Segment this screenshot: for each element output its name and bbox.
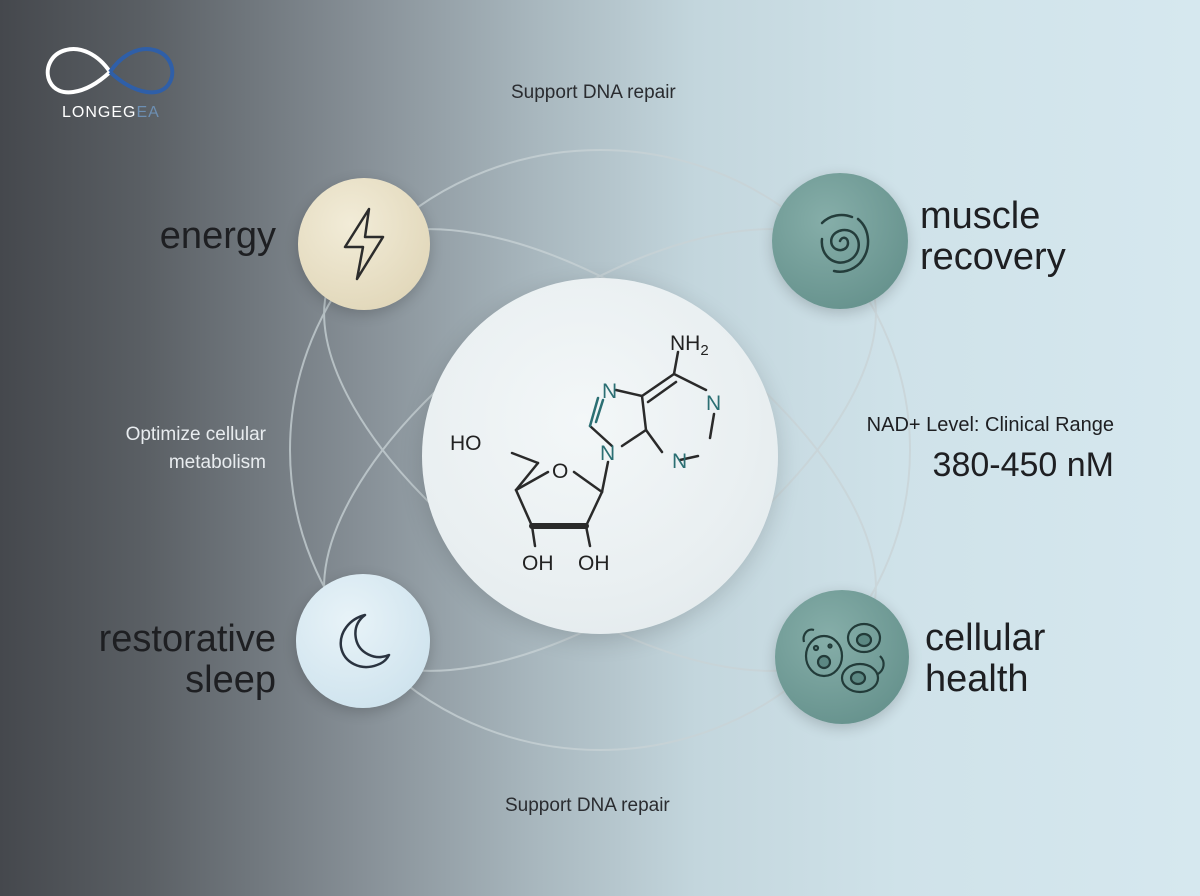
atom-n-right: N: [706, 392, 721, 415]
atom-nh2-subscript: 2: [700, 342, 708, 359]
caption-left: Optimize cellular metabolism: [60, 421, 266, 477]
atom-ring-oxygen: O: [552, 460, 568, 483]
caption-bottom: Support DNA repair: [505, 795, 670, 816]
molecule-disc: HO O OH OH N N N N NH2: [422, 278, 778, 634]
sleep-label-line2: sleep: [185, 659, 276, 701]
brand-wordmark-accent: EA: [136, 104, 160, 121]
lightning-icon: [343, 207, 385, 281]
sleep-node: [296, 574, 430, 708]
atom-oh-right: OH: [578, 552, 610, 575]
muscle-label-line1: muscle: [920, 195, 1041, 237]
cellular-node: [775, 590, 909, 724]
caption-top: Support DNA repair: [511, 82, 676, 103]
muscle-label: muscle recovery: [920, 196, 1066, 278]
atom-n-top-left: N: [602, 380, 617, 403]
adenosine-molecule-diagram: HO O OH OH N N N N NH2: [450, 332, 721, 575]
atom-n-glycosidic: N: [600, 442, 615, 465]
atom-n-bottom: N: [672, 450, 687, 473]
cellular-label-line1: cellular: [925, 617, 1046, 659]
brand-wordmark: LONGEGEA: [62, 104, 160, 122]
atom-nh2-main: NH: [670, 332, 700, 355]
caption-left-line2: metabolism: [168, 452, 266, 473]
muscle-label-line2: recovery: [920, 236, 1066, 278]
energy-label: energy: [159, 215, 276, 257]
swirl-icon: [820, 213, 870, 273]
sleep-label: restorative sleep: [60, 619, 276, 701]
infinity-logo-icon: [45, 47, 175, 95]
sleep-label-line1: restorative: [98, 618, 276, 660]
crescent-moon-icon: [339, 613, 391, 669]
cells-icon: [802, 622, 885, 694]
orbit-ring-outer: [289, 149, 911, 751]
nad-level-value: 380-450 nM: [932, 446, 1114, 484]
atom-oh-left: OH: [522, 552, 554, 575]
atom-nh2: NH2: [670, 332, 709, 359]
brand-logo: LONGEGEA: [40, 40, 180, 122]
brand-wordmark-main: LONGEG: [62, 104, 137, 121]
caption-left-line1: Optimize cellular: [125, 424, 266, 445]
muscle-node: [772, 173, 908, 309]
nad-level-label: NAD+ Level: Clinical Range: [866, 414, 1114, 436]
cellular-label: cellular health: [925, 618, 1045, 700]
cellular-label-line2: health: [925, 658, 1029, 700]
energy-node: [298, 178, 430, 310]
atom-ho: HO: [450, 432, 482, 455]
